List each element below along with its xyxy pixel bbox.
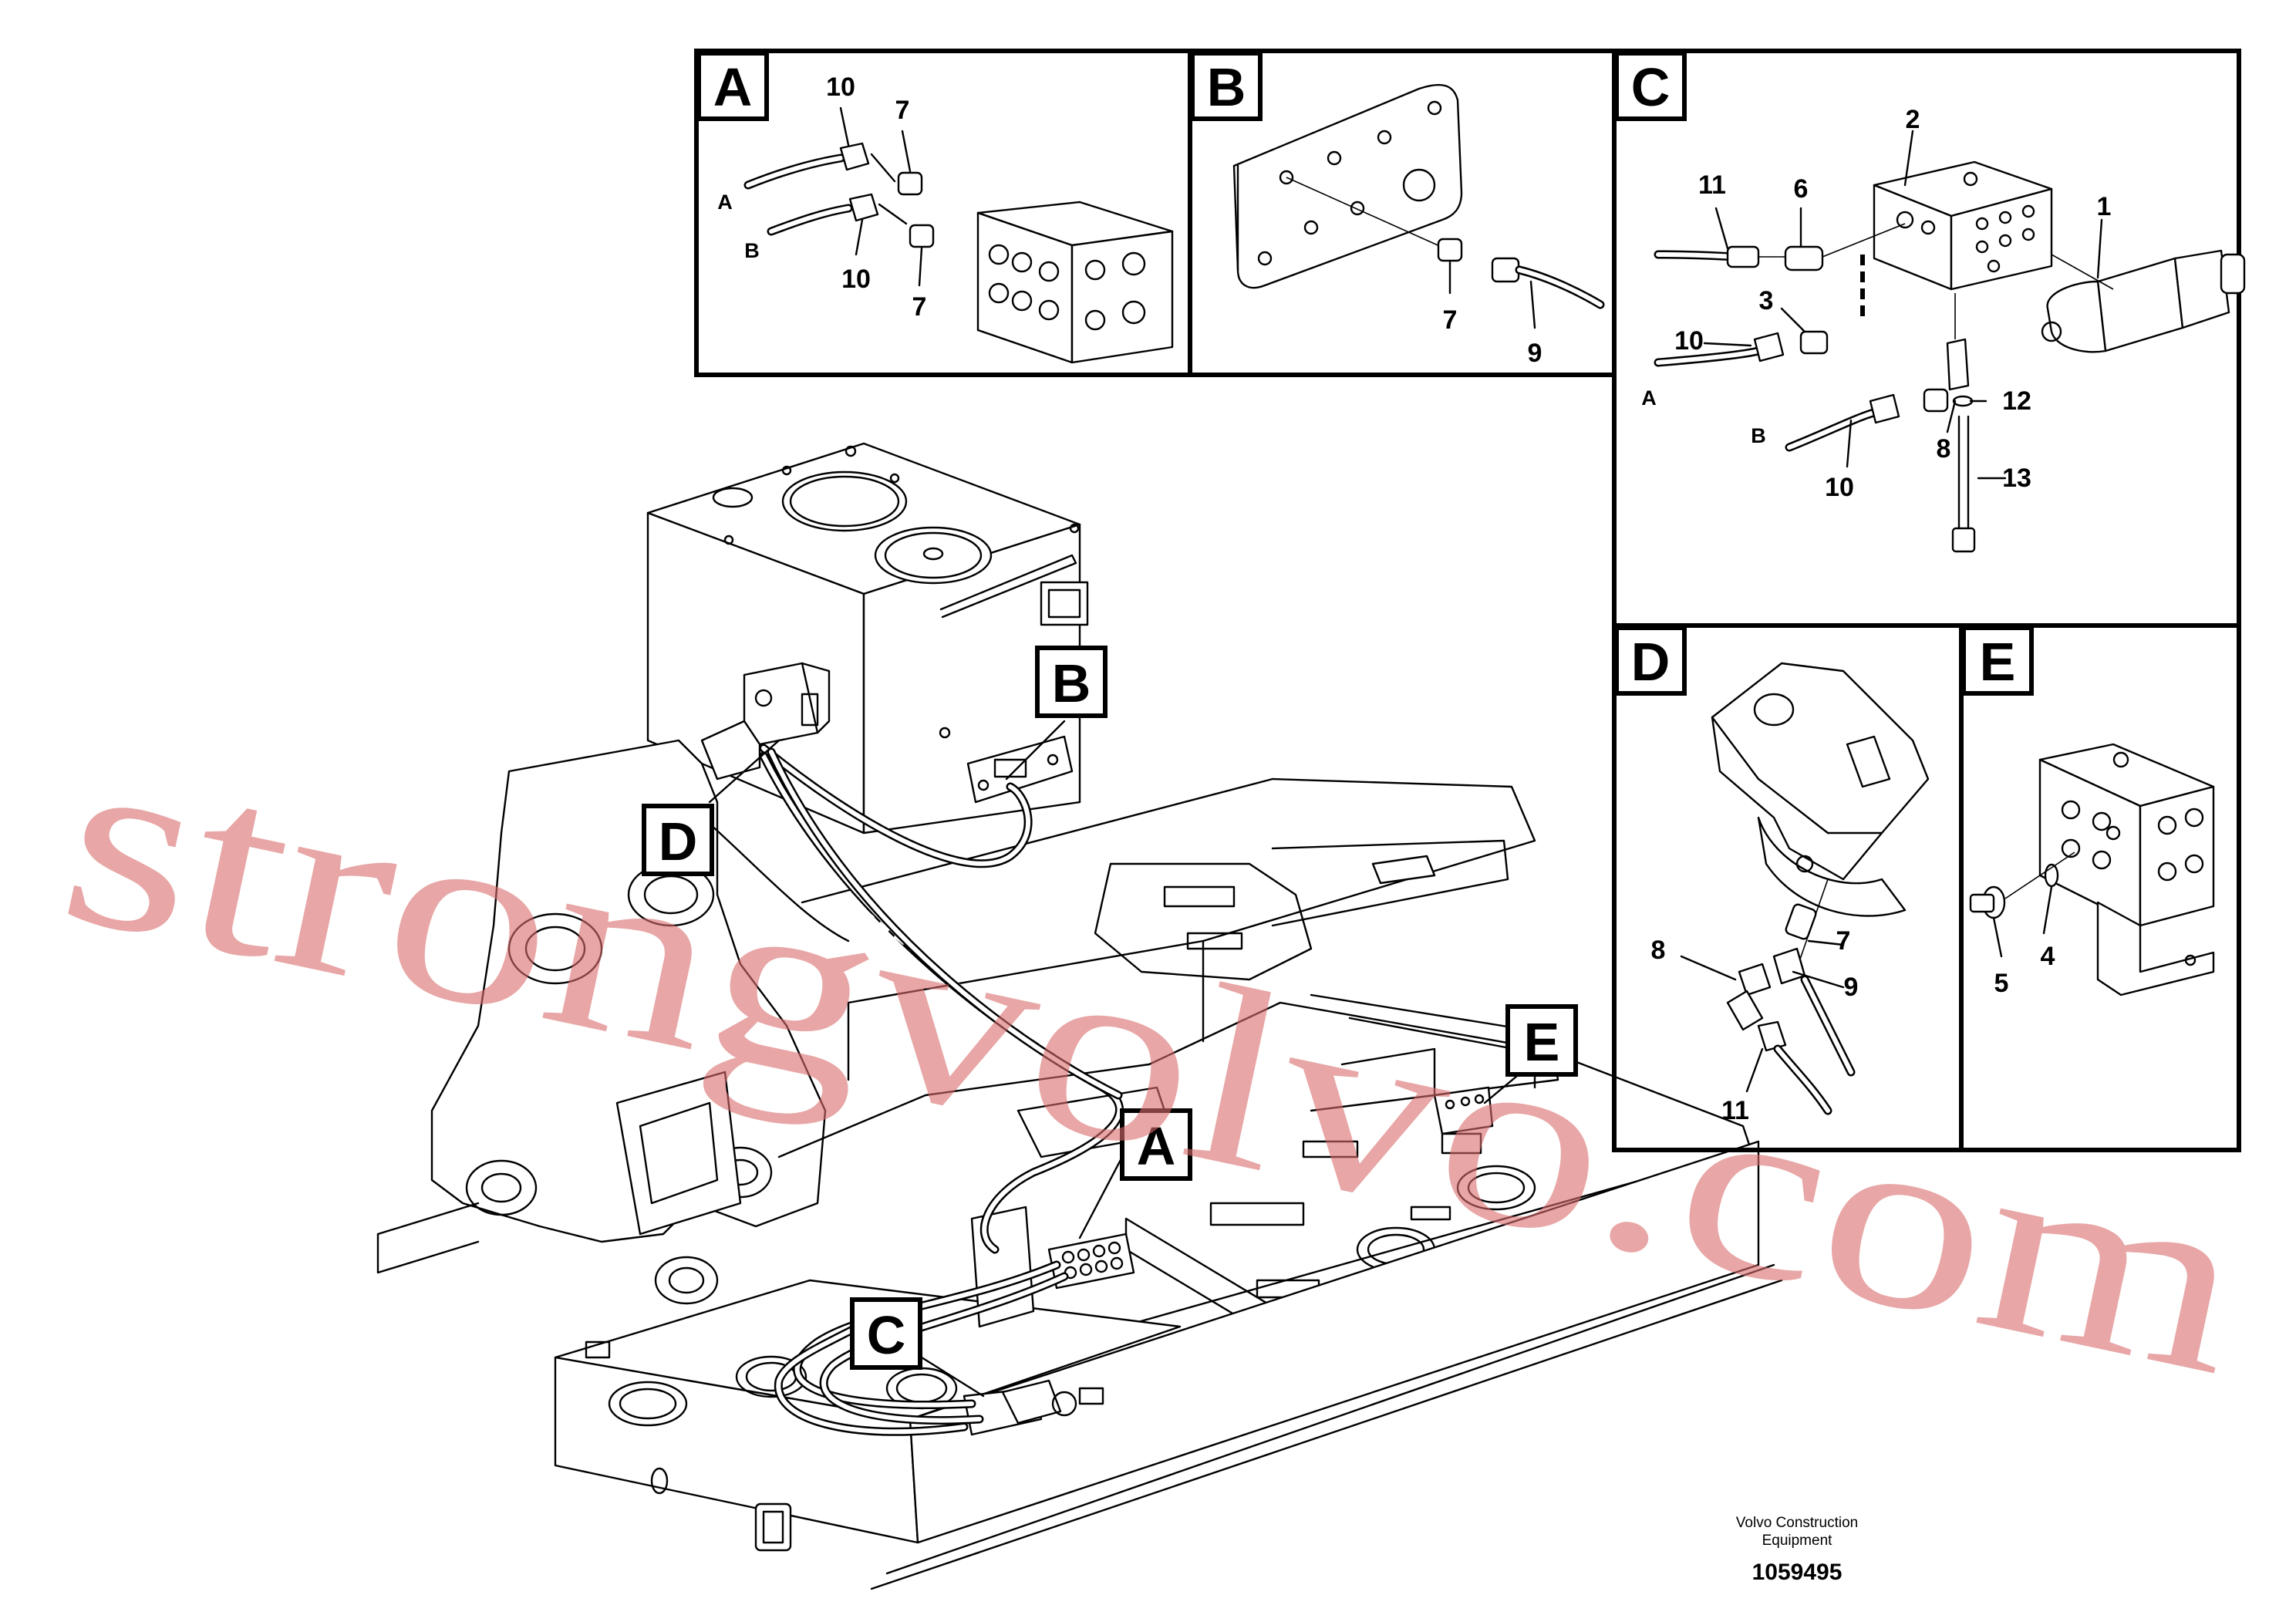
detail-tag-A: A [696, 51, 769, 121]
detail-tag-label: E [1980, 632, 2016, 692]
callout-A-2: A [717, 191, 733, 214]
main-tag-E: E [1505, 1004, 1578, 1077]
callout-C-0: 2 [1906, 105, 1920, 134]
callout-E-0: 5 [1994, 969, 2009, 998]
callout-C-3: 6 [1794, 174, 1809, 204]
tank-bracket [966, 735, 1074, 804]
callout-C-10: 13 [2002, 464, 2031, 493]
callout-B-0: 7 [1443, 305, 1458, 335]
detail-tag-label: B [1207, 57, 1246, 117]
main-tag-label: C [867, 1305, 906, 1365]
detail-tag-E: E [1961, 626, 2034, 696]
callout-B-1: 9 [1528, 339, 1542, 368]
detail-D [1612, 623, 1964, 1152]
main-tag-B: B [1035, 646, 1108, 718]
detail-C [1612, 49, 2246, 628]
main-leaders [708, 720, 1532, 1398]
callout-A-4: 10 [841, 265, 871, 294]
main-tag-label: D [659, 811, 698, 872]
solenoid-valve-lower [963, 1379, 1077, 1436]
detail-tag-C: C [1614, 51, 1687, 121]
callout-C-9: 8 [1937, 434, 1951, 464]
callout-A-1: 7 [895, 96, 910, 125]
callout-A-5: 7 [912, 292, 927, 322]
detail-frame-E [1959, 623, 2241, 1152]
main-tag-label: B [1052, 653, 1091, 713]
callout-C-7: 12 [2002, 386, 2031, 416]
callout-D-3: 11 [1721, 1096, 1749, 1125]
detail-tag-label: A [713, 57, 753, 117]
main-tag-C: C [850, 1297, 922, 1370]
main-tag-label: E [1524, 1012, 1560, 1072]
callout-E-1: 4 [2041, 942, 2055, 971]
callout-D-1: 8 [1651, 936, 1666, 965]
detail-tag-B: B [1190, 51, 1263, 121]
main-assembly [376, 442, 1783, 1590]
detail-tag-D: D [1614, 626, 1687, 696]
detail-tags: A B C D E [696, 51, 2034, 696]
main-tag-A: A [1120, 1108, 1192, 1181]
upper-frame [376, 739, 1783, 1590]
company-line-1: Volvo Construction [1736, 1515, 1858, 1531]
callout-C-2: 11 [1698, 170, 1726, 200]
callout-C-11: 10 [1825, 473, 1854, 502]
solenoid-valve-main [700, 662, 831, 781]
callout-A-3: B [744, 239, 760, 262]
callout-C-4: 3 [1759, 286, 1774, 315]
hoses [759, 744, 1124, 1436]
main-tag-label: A [1137, 1116, 1176, 1176]
callout-C-6: A [1641, 386, 1657, 410]
callout-C-5: 10 [1674, 326, 1704, 356]
plug-block-main [1433, 1086, 1494, 1155]
callout-C-1: 1 [2097, 192, 2112, 221]
detail-tag-label: C [1631, 57, 1671, 117]
detail-E [1959, 623, 2241, 1152]
main-tag-D: D [642, 804, 714, 876]
callout-D-2: 9 [1844, 973, 1859, 1002]
callout-A-0: 10 [826, 73, 855, 102]
main-tags: B D A C E [642, 646, 1578, 1370]
callout-D-0: 7 [1836, 926, 1851, 956]
detail-A [694, 49, 1192, 377]
drawing-number: 1059495 [1752, 1560, 1843, 1585]
callout-C-8: B [1751, 424, 1766, 447]
company-line-2: Equipment [1762, 1533, 1833, 1549]
detail-tag-label: D [1631, 632, 1671, 692]
